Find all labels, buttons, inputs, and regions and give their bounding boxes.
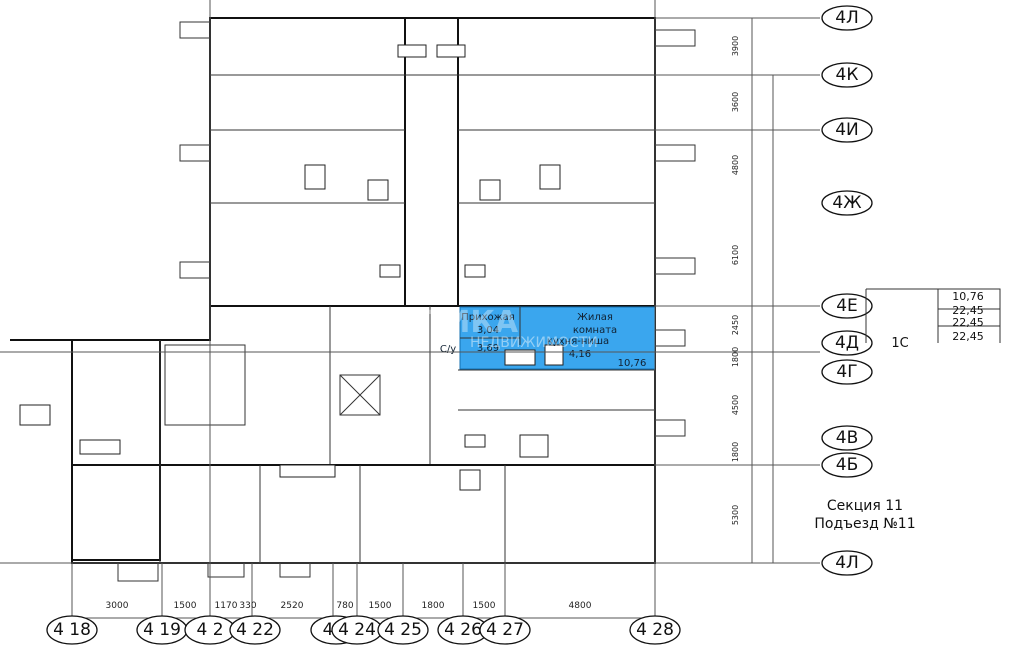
table-value: 22,45 xyxy=(952,316,984,329)
label-text: 4Л xyxy=(835,8,859,28)
axis-bubble: 4К xyxy=(821,62,873,88)
axis-bubble: 4Е xyxy=(821,293,873,319)
total-area: 10,76 xyxy=(618,358,647,369)
label-text: 4 2 xyxy=(196,620,223,640)
label-text: 4 27 xyxy=(486,620,524,640)
grid-axes-x: 3000 1500 1170 330 2520 780 1500 1800 15… xyxy=(46,0,681,645)
label-text: 4 18 xyxy=(53,620,91,640)
axis-bubble: 4 2 xyxy=(184,615,236,645)
apartment-type: 1С xyxy=(891,336,908,351)
label-text: 2520 xyxy=(281,601,304,611)
axis-bubble: 4 19 xyxy=(136,615,188,645)
label-text: 3600 xyxy=(731,92,740,112)
label-text: 4Л xyxy=(835,553,859,573)
table-value: 22,45 xyxy=(952,304,984,317)
label-text: 4800 xyxy=(731,155,740,175)
label-text: 4 25 xyxy=(384,620,422,640)
label-text: 1500 xyxy=(174,601,197,611)
axis-bubble: 4В xyxy=(821,425,873,451)
label-text: 780 xyxy=(336,601,353,611)
label-text: 4В xyxy=(836,428,858,448)
watermark-line2: НЕДВИЖИМОСТИ xyxy=(470,335,598,351)
table-value: 22,45 xyxy=(952,330,984,343)
label-text: 5300 xyxy=(731,505,740,525)
axis-bubble: 4 28 xyxy=(629,615,681,645)
label-text: 1800 xyxy=(422,601,445,611)
label-text: 6100 xyxy=(731,245,740,265)
axis-bubble: 4 22 xyxy=(229,615,281,645)
label-text: 1500 xyxy=(473,601,496,611)
apartment-table: 1С 10,76 22,45 22,45 22,45 xyxy=(865,288,1001,351)
grid-axes-y: 4Л 4К 4И 4Ж 4Е 4Д 4Г 4В 4Б 4Л 3900 3600 … xyxy=(0,5,873,576)
hall-area: 3,04 xyxy=(477,325,499,336)
label-text: 1800 xyxy=(731,442,740,462)
axis-bubble: 4Д xyxy=(821,330,873,356)
axis-bubble: 4Г xyxy=(821,359,873,385)
axis-bubble: 4И xyxy=(821,117,873,143)
bath-label: С/у xyxy=(440,344,456,355)
room-label-1: Жилая xyxy=(577,312,613,323)
label-text: 4И xyxy=(835,120,859,140)
label-text: 330 xyxy=(239,601,256,611)
section-label: Секция 11 xyxy=(827,498,903,514)
label-text: 4800 xyxy=(569,601,592,611)
axis-bubble: 4Л xyxy=(821,550,873,576)
axis-bubble: 4 25 xyxy=(377,615,429,645)
table-value: 10,76 xyxy=(952,290,984,303)
label-text: 1170 xyxy=(215,601,238,611)
label-text: 4 28 xyxy=(636,620,674,640)
building-walls xyxy=(10,17,696,582)
label-text: 4500 xyxy=(731,395,740,415)
axis-bubble: 4Ж xyxy=(821,190,873,216)
axis-bubble: 4 24 xyxy=(331,615,383,645)
bath-area: 3,69 xyxy=(477,343,499,354)
label-text: 1800 xyxy=(731,347,740,367)
hall-label: Прихожая xyxy=(461,312,515,323)
axis-bubble: 4 27 xyxy=(479,615,531,645)
label-text: 4Ж xyxy=(832,193,861,213)
kitchen-area: 4,16 xyxy=(569,349,591,360)
kitchen-label: кухня-ниша xyxy=(547,336,609,347)
watermark-line1: ПРАКТИКА xyxy=(330,305,519,340)
axis-bubble: 4 26 xyxy=(437,615,489,645)
label-text: 4 19 xyxy=(143,620,181,640)
entrance-label: Подъезд №11 xyxy=(814,516,915,532)
label-text: 2450 xyxy=(731,315,740,335)
axis-bubble: 4Б xyxy=(821,452,873,478)
label-text: 4 xyxy=(323,620,334,640)
label-text: 4Б xyxy=(836,455,858,475)
room-label-2: комната xyxy=(573,325,617,336)
label-text: 4 24 xyxy=(338,620,376,640)
axis-bubble: 4 18 xyxy=(46,615,98,645)
highlighted-apartment[interactable]: Прихожая 3,04 3,69 С/у Жилая комната кух… xyxy=(440,306,656,370)
label-text: 4Г xyxy=(836,362,857,382)
label-text: 4 26 xyxy=(444,620,482,640)
label-text: 3000 xyxy=(106,601,129,611)
label-text: 3900 xyxy=(731,36,740,56)
label-text: 4К xyxy=(836,65,859,85)
label-text: 4 22 xyxy=(236,620,274,640)
axis-bubble: 4Л xyxy=(821,5,873,31)
label-text: 4Е xyxy=(836,296,858,316)
label-text: 1500 xyxy=(369,601,392,611)
label-text: 4Д xyxy=(835,333,859,353)
